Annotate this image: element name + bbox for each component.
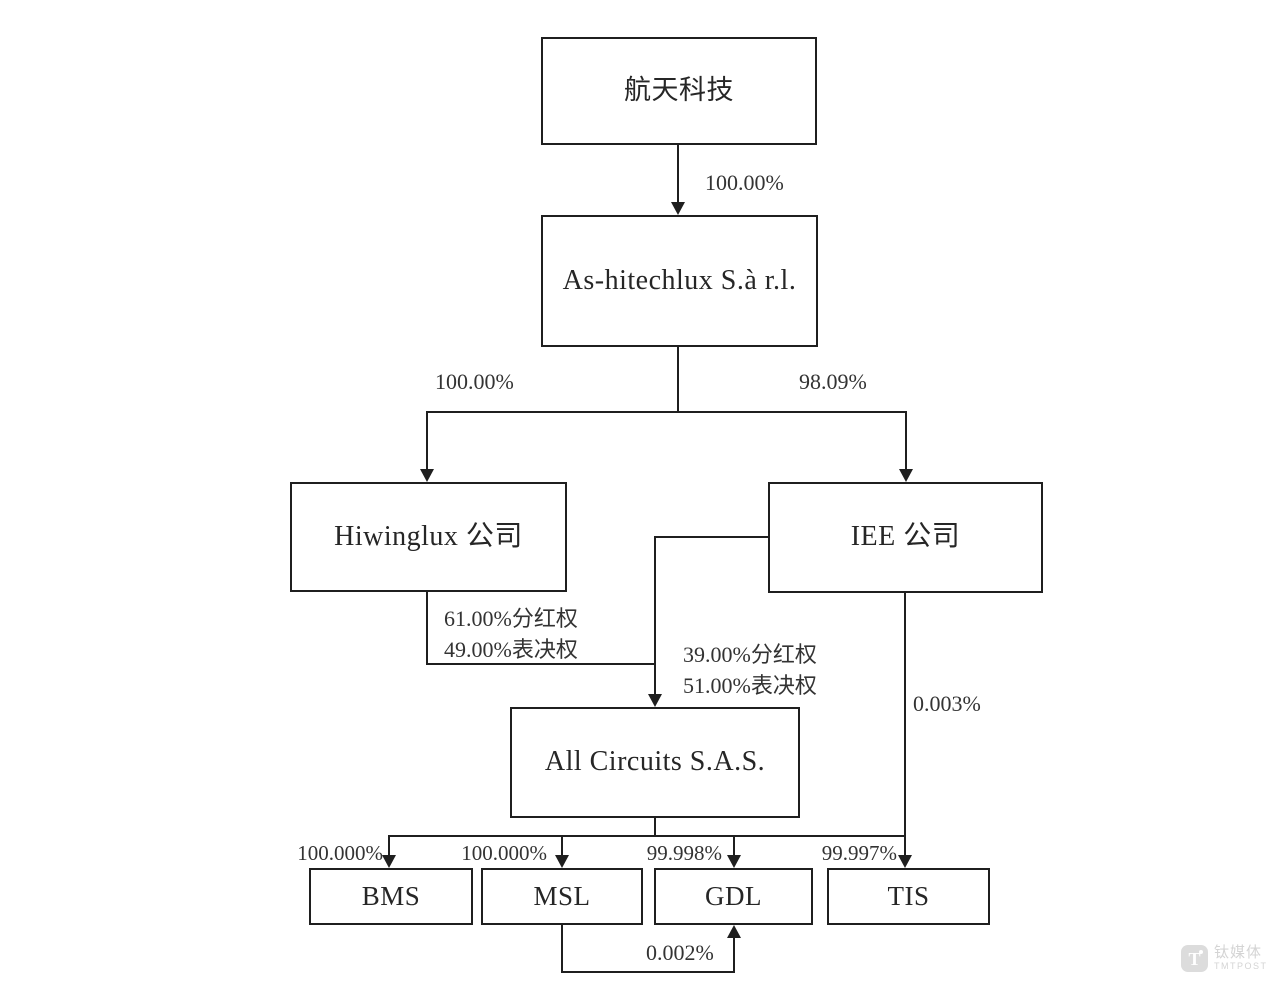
connector-ashitechlux-stub [677,347,679,413]
tmtpost-watermark-text: 钛媒体 TMTPOST [1214,945,1268,972]
connector-allcircuits-stub [654,818,656,837]
arrowhead-into-hiwinglux [420,469,434,482]
tmtpost-logo-icon: T [1181,945,1208,972]
edge-label-allcircuits-bms: 100.000% [297,841,383,865]
node-msl: MSL [481,868,643,925]
edge-label-iee-voting: 51.00%表决权 [683,673,817,698]
node-iee-label: IEE 公司 [850,521,961,553]
arrowhead-into-iee [899,469,913,482]
node-ashitechlux: As-hitechlux S.à r.l. [541,215,818,347]
node-gdl: GDL [654,868,813,925]
tmtpost-brand-en: TMTPOST [1214,960,1268,971]
edge-label-ashitechlux-hiwinglux: 100.00% [435,369,514,394]
arrowhead-into-ashitechlux [671,202,685,215]
connector-merge-allcircuits [654,536,656,696]
connector-branch-bar [426,411,907,413]
node-htkj: 航天科技 [541,37,817,145]
edge-label-allcircuits-msl: 100.000% [461,841,547,865]
edge-label-iee-tis: 0.003% [913,691,981,716]
node-msl-label: MSL [533,880,591,911]
arrowhead-into-allcircuits [648,694,662,707]
edge-label-msl-gdl: 0.002% [646,940,714,965]
connector-gdl-up [733,937,735,973]
arrowhead-into-msl [555,855,569,868]
connector-branch-hiwinglux [426,411,428,471]
edge-label-htkj-ashitechlux: 100.00% [705,170,784,195]
connector-msl-down [561,925,563,973]
connector-htkj-ashitechlux [677,145,679,205]
tmtpost-watermark: T 钛媒体 TMTPOST [1181,945,1268,972]
connector-msl-gdl-bottom [561,971,735,973]
node-allcircuits-label: All Circuits S.A.S. [544,746,766,778]
node-gdl-label: GDL [705,880,762,911]
node-hiwinglux-label: Hiwinglux 公司 [334,520,523,552]
connector-iee-tis [904,593,906,857]
node-hiwinglux: Hiwinglux 公司 [290,482,567,592]
connector-stub-msl [561,835,563,857]
connector-stub-gdl [733,835,735,857]
node-tis-label: TIS [887,880,930,911]
edge-label-ashitechlux-iee: 98.09% [799,369,867,394]
tmtpost-logo-dot [1199,950,1203,954]
connector-hiwinglux-merge [426,663,656,665]
tmtpost-brand-cn: 钛媒体 [1214,944,1263,962]
edge-label-hiwinglux-dividend: 61.00%分红权 [444,606,578,631]
arrowhead-into-bms [382,855,396,868]
tmtpost-logo-letter: T [1188,949,1201,969]
node-htkj-label: 航天科技 [624,75,734,106]
connector-distribution-bar [389,835,906,837]
node-tis: TIS [827,868,990,925]
node-allcircuits: All Circuits S.A.S. [510,707,800,818]
edge-label-allcircuits-tis: 99.997% [821,841,897,865]
arrowhead-into-tis [898,855,912,868]
edge-label-allcircuits-gdl: 99.998% [646,841,722,865]
connector-iee-merge [654,536,768,538]
connector-hiwinglux-down [426,592,428,665]
connector-stub-bms [388,835,390,857]
node-iee: IEE 公司 [768,482,1043,593]
arrowhead-into-gdl [727,855,741,868]
arrowhead-into-gdl-bottom [727,925,741,938]
node-bms: BMS [309,868,473,925]
node-ashitechlux-label: As-hitechlux S.à r.l. [562,264,797,296]
edge-label-hiwinglux-voting: 49.00%表决权 [444,637,578,662]
edge-label-iee-dividend: 39.00%分红权 [683,642,817,667]
node-bms-label: BMS [361,880,421,911]
connector-branch-iee [905,411,907,471]
